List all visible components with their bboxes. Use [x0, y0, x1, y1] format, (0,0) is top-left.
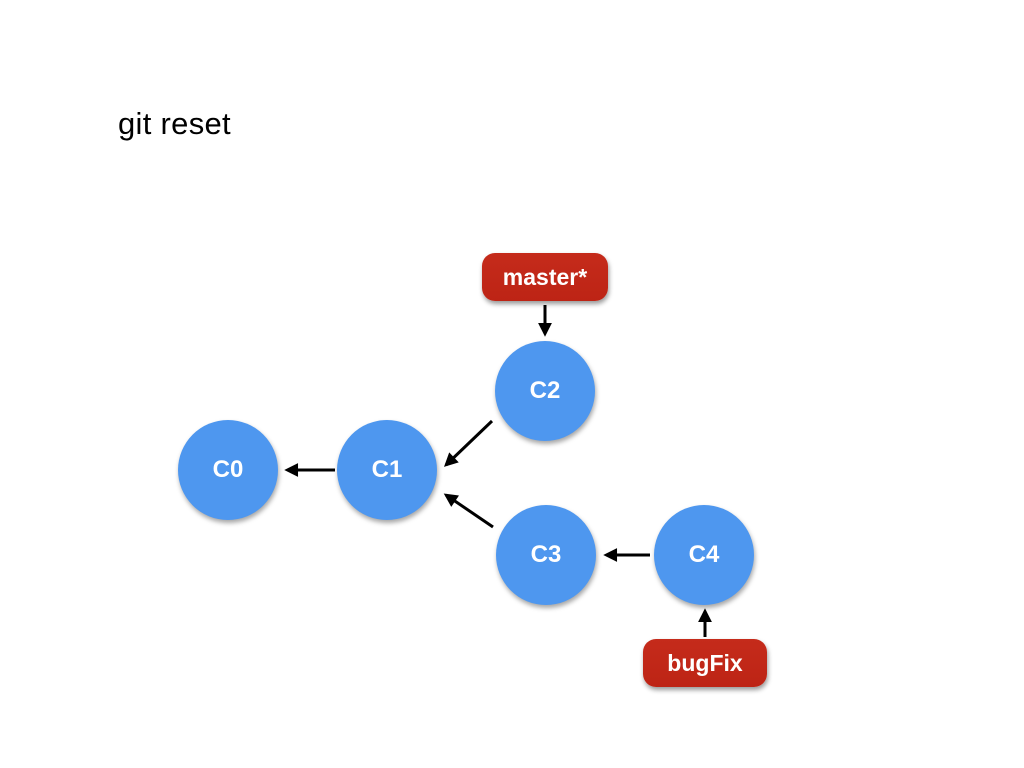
- commit-node-label: C4: [688, 541, 720, 568]
- commit-node-label: C1: [371, 456, 403, 483]
- commit-node-c4: C4: [654, 505, 754, 605]
- commit-node-label: C0: [212, 456, 244, 483]
- edge-c2-to-c1: [444, 419, 494, 467]
- branch-label-bugfix: bugFix: [643, 639, 767, 687]
- branch-label-master: master*: [482, 253, 608, 301]
- commit-node-label: C3: [530, 541, 562, 568]
- commit-node-c0: C0: [178, 420, 278, 520]
- commit-node-c1: C1: [337, 420, 437, 520]
- commit-node-c2: C2: [495, 341, 595, 441]
- branch-label-text: bugFix: [667, 649, 743, 676]
- branch-label-text: master*: [502, 263, 588, 290]
- slide-title: git reset: [118, 106, 231, 141]
- edge-c3-to-c1: [443, 493, 494, 529]
- commit-node-label: C2: [529, 377, 561, 404]
- commit-node-c3: C3: [496, 505, 596, 605]
